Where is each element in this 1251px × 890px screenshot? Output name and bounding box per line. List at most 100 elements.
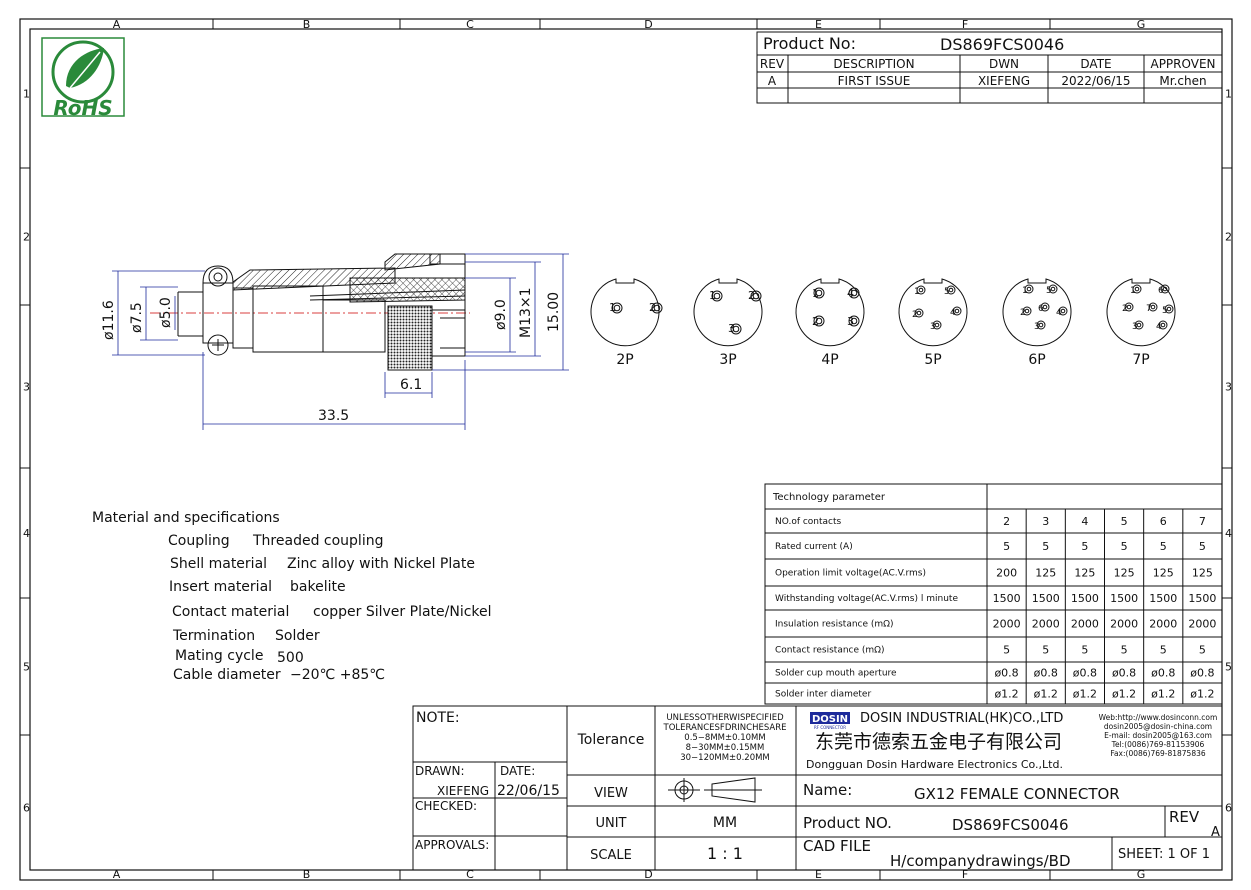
tech-cell: 1500	[1149, 592, 1177, 605]
cad-label: CAD FILE	[803, 837, 871, 855]
pin-number: 1	[914, 287, 920, 297]
pin-number: 1	[609, 301, 616, 314]
pin-contact-inner	[916, 310, 922, 316]
pin-number: 2	[812, 315, 819, 328]
pin-contact-inner	[1042, 304, 1048, 310]
tech-row-label: Operation limit voltage(AC.V.rms)	[775, 569, 926, 579]
tech-cell: 2000	[1032, 618, 1060, 631]
pin-contact	[848, 315, 860, 327]
sheet-label: SHEET: 1 OF 1	[1118, 847, 1210, 862]
dwn-value: XIEFENG	[978, 74, 1030, 88]
pin-number: 1	[1130, 286, 1136, 296]
tech-cell: 125	[1035, 567, 1056, 580]
col-label-c-top: C	[466, 18, 474, 31]
pin-contact-inner	[1060, 308, 1066, 314]
tech-cell: 4	[1081, 515, 1088, 528]
name-label: Name:	[803, 781, 852, 799]
pin-number: 4	[1056, 308, 1062, 318]
company-cn: 东莞市德索五金电子有限公司	[815, 731, 1062, 753]
contact-line: Web:http://www.dosinconn.com	[1099, 713, 1218, 722]
tech-cell: 1500	[993, 592, 1021, 605]
spec-value: −20℃ +85℃	[290, 667, 385, 683]
pin-contact	[916, 285, 926, 295]
pin-contact-inner	[954, 308, 960, 314]
tech-cell: ø1.2	[1034, 688, 1058, 701]
pin-number: 5	[1162, 306, 1168, 316]
dim-h1500: 15.00	[546, 292, 562, 332]
pin-contact-inner	[948, 287, 954, 293]
spec-value: Solder	[275, 628, 320, 644]
drawn-value: XIEFENG	[437, 784, 489, 798]
col-label-d-top: D	[644, 18, 652, 31]
pin-contact-inner	[713, 292, 721, 300]
product-no-value: DS869FCS0046	[940, 35, 1064, 54]
rev-value-bottom: A	[1211, 825, 1220, 840]
pin-contact	[1048, 284, 1058, 294]
product-no-label: Product No:	[763, 34, 856, 53]
cad-value: H/companydrawings/BD	[890, 852, 1071, 870]
tech-cell: 5	[1042, 540, 1049, 553]
pin-contact	[1036, 320, 1046, 330]
tech-cell: 5	[1160, 540, 1167, 553]
tech-cell: 7	[1199, 515, 1206, 528]
tech-cell: 2000	[1110, 618, 1138, 631]
rev-header: REV	[760, 57, 785, 71]
description-value: FIRST ISSUE	[838, 74, 911, 88]
spec-value: 500	[277, 650, 304, 666]
pin-number: 1	[812, 287, 819, 300]
spec-label: Coupling	[168, 533, 230, 549]
tech-cell: 1500	[1110, 592, 1138, 605]
pin-contact-inner	[1038, 322, 1044, 328]
title-block-text: NOTE: DRAWN: DATE: XIEFENG 22/06/15 CHEC…	[415, 710, 1220, 870]
dim-w335: 33.5	[318, 408, 349, 424]
pin-contact-inner	[918, 287, 924, 293]
title-block	[412, 705, 1223, 871]
tech-cell: ø1.2	[1190, 688, 1214, 701]
pinout-label-3p: 3P	[719, 352, 736, 368]
pin-number: 1	[1022, 286, 1028, 296]
tech-cell: 3	[1042, 515, 1049, 528]
pinout-face-2p	[590, 278, 660, 347]
unit-value: MM	[713, 815, 737, 831]
row-label-6-left: 6	[23, 802, 30, 815]
tech-cell: 5	[1199, 540, 1206, 553]
col-label-c-bottom: C	[466, 868, 474, 881]
company-en: DOSIN INDUSTRIAL(HK)CO.,LTD	[860, 711, 1063, 726]
approvals-label: APPROVALS:	[415, 838, 489, 852]
pin-contact-inner	[1162, 286, 1168, 292]
pin-contact	[651, 302, 663, 314]
pin-contact-inner	[613, 304, 621, 312]
rev-label: REV	[1169, 808, 1200, 826]
pinout-face-3p	[693, 278, 763, 347]
pin-number: 1	[709, 289, 716, 302]
dimension-lines	[112, 253, 569, 430]
pinout-face-6p	[1002, 278, 1072, 347]
tech-cell: 5	[1081, 540, 1088, 553]
row-label-6-right: 6	[1225, 802, 1232, 815]
pin-number: 2	[748, 289, 755, 302]
pin-contact	[914, 308, 924, 318]
pin-contact	[1148, 302, 1158, 312]
spec-value: Zinc alloy with Nickel Plate	[287, 556, 475, 572]
scale-value: 1 : 1	[707, 844, 743, 863]
tech-cell: 2000	[1071, 618, 1099, 631]
tolerance-line: TOLERANCESFDRINCHESARE	[663, 723, 787, 733]
pinout-label-4p: 4P	[821, 352, 838, 368]
tech-cell: 5	[1121, 515, 1128, 528]
pin-contact	[1164, 304, 1174, 314]
spec-label: Contact material	[172, 604, 289, 620]
row-label-4-left: 4	[23, 527, 30, 540]
pin-contact	[1132, 284, 1142, 294]
pin-number: 2	[1122, 304, 1128, 314]
tech-cell: ø0.8	[1034, 667, 1058, 680]
pin-contact	[848, 287, 860, 299]
tech-cell: 5	[1121, 540, 1128, 553]
tech-row-label: Rated current (A)	[775, 542, 853, 552]
pin-contact	[952, 306, 962, 316]
pinout-label-2p: 2P	[616, 352, 633, 368]
dim-m13: M13×1	[518, 287, 534, 338]
pin-number: 5	[1046, 286, 1052, 296]
contact-line: Tel:(0086)769-81153906	[1111, 740, 1205, 749]
pin-contact-inner	[653, 304, 661, 312]
